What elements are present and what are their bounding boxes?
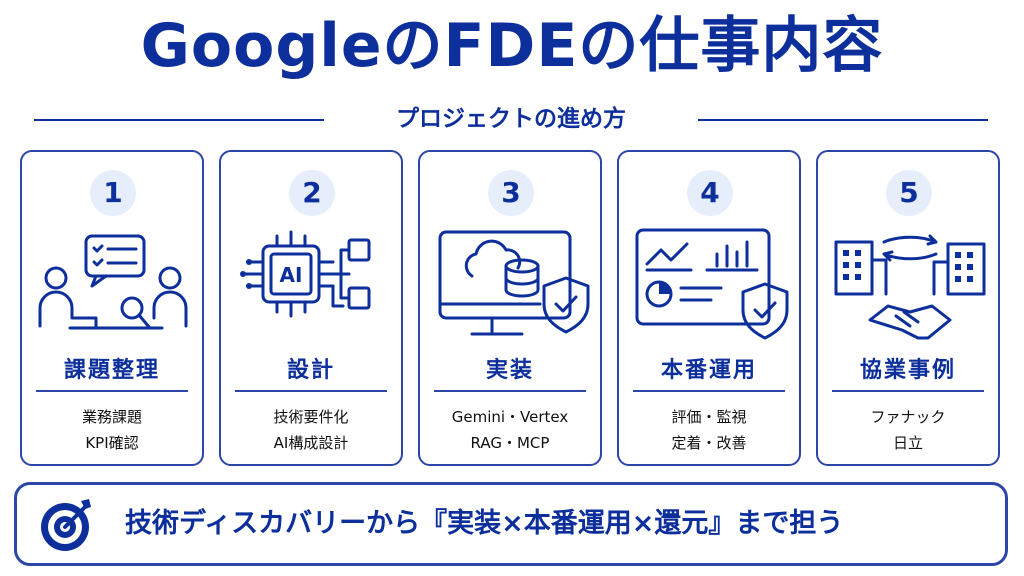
step-description: Gemini・Vertex RAG・MCP	[451, 408, 569, 452]
step-description: ファナック 日立	[870, 408, 946, 452]
handshake-icon	[834, 234, 986, 340]
subtitle-line-right	[698, 119, 988, 121]
step-number: 4	[687, 170, 733, 216]
step-description: 業務課題 KPI確認	[81, 408, 142, 452]
target-icon	[41, 499, 91, 551]
step-title: 実装	[485, 358, 534, 383]
step-card-2: 2 AI 設計 技術要件化 AI構成設計	[219, 150, 403, 466]
card-divider	[36, 390, 188, 392]
summary-banner: 技術ディスカバリーから『実装×本番運用×還元』まで担う	[14, 482, 1008, 566]
card-divider	[832, 390, 984, 392]
step-title: 本番運用	[660, 358, 757, 383]
step-number: 3	[488, 170, 534, 216]
step-number: 5	[886, 170, 932, 216]
card-divider	[434, 390, 586, 392]
step-description: 評価・監視 定着・改善	[671, 408, 747, 452]
step-title: 課題整理	[63, 358, 160, 383]
card-divider	[235, 390, 387, 392]
step-number: 1	[90, 170, 136, 216]
step-card-5: 5 協業事例 ファナック 日立	[816, 150, 1000, 466]
step-title: 協業事例	[859, 358, 956, 383]
ai-chip-icon: AI	[240, 230, 371, 318]
step-number: 2	[289, 170, 335, 216]
dashboard-icon	[635, 228, 789, 340]
summary-text: 技術ディスカバリーから『実装×本番運用×還元』まで担う	[125, 508, 844, 539]
step-description: 技術要件化 AI構成設計	[273, 408, 349, 452]
cloud-monitor-icon	[438, 230, 590, 336]
page-title: GoogleのFDEの仕事内容	[140, 11, 884, 81]
meeting-icon	[38, 234, 188, 330]
subtitle: プロジェクトの進め方	[396, 106, 626, 132]
subtitle-row: プロジェクトの進め方	[34, 102, 988, 136]
card-divider	[633, 390, 785, 392]
step-card-3: 3 実装 Gemini・Vertex RAG・MCP	[418, 150, 602, 466]
step-card-1: 1 課題整理 業務課題 KPI確認	[20, 150, 204, 466]
svg-text:AI: AI	[280, 263, 303, 287]
subtitle-line-left	[34, 119, 324, 121]
step-card-4: 4 本番運用 評価・監視 定着・改善	[617, 150, 801, 466]
step-title: 設計	[286, 358, 335, 383]
